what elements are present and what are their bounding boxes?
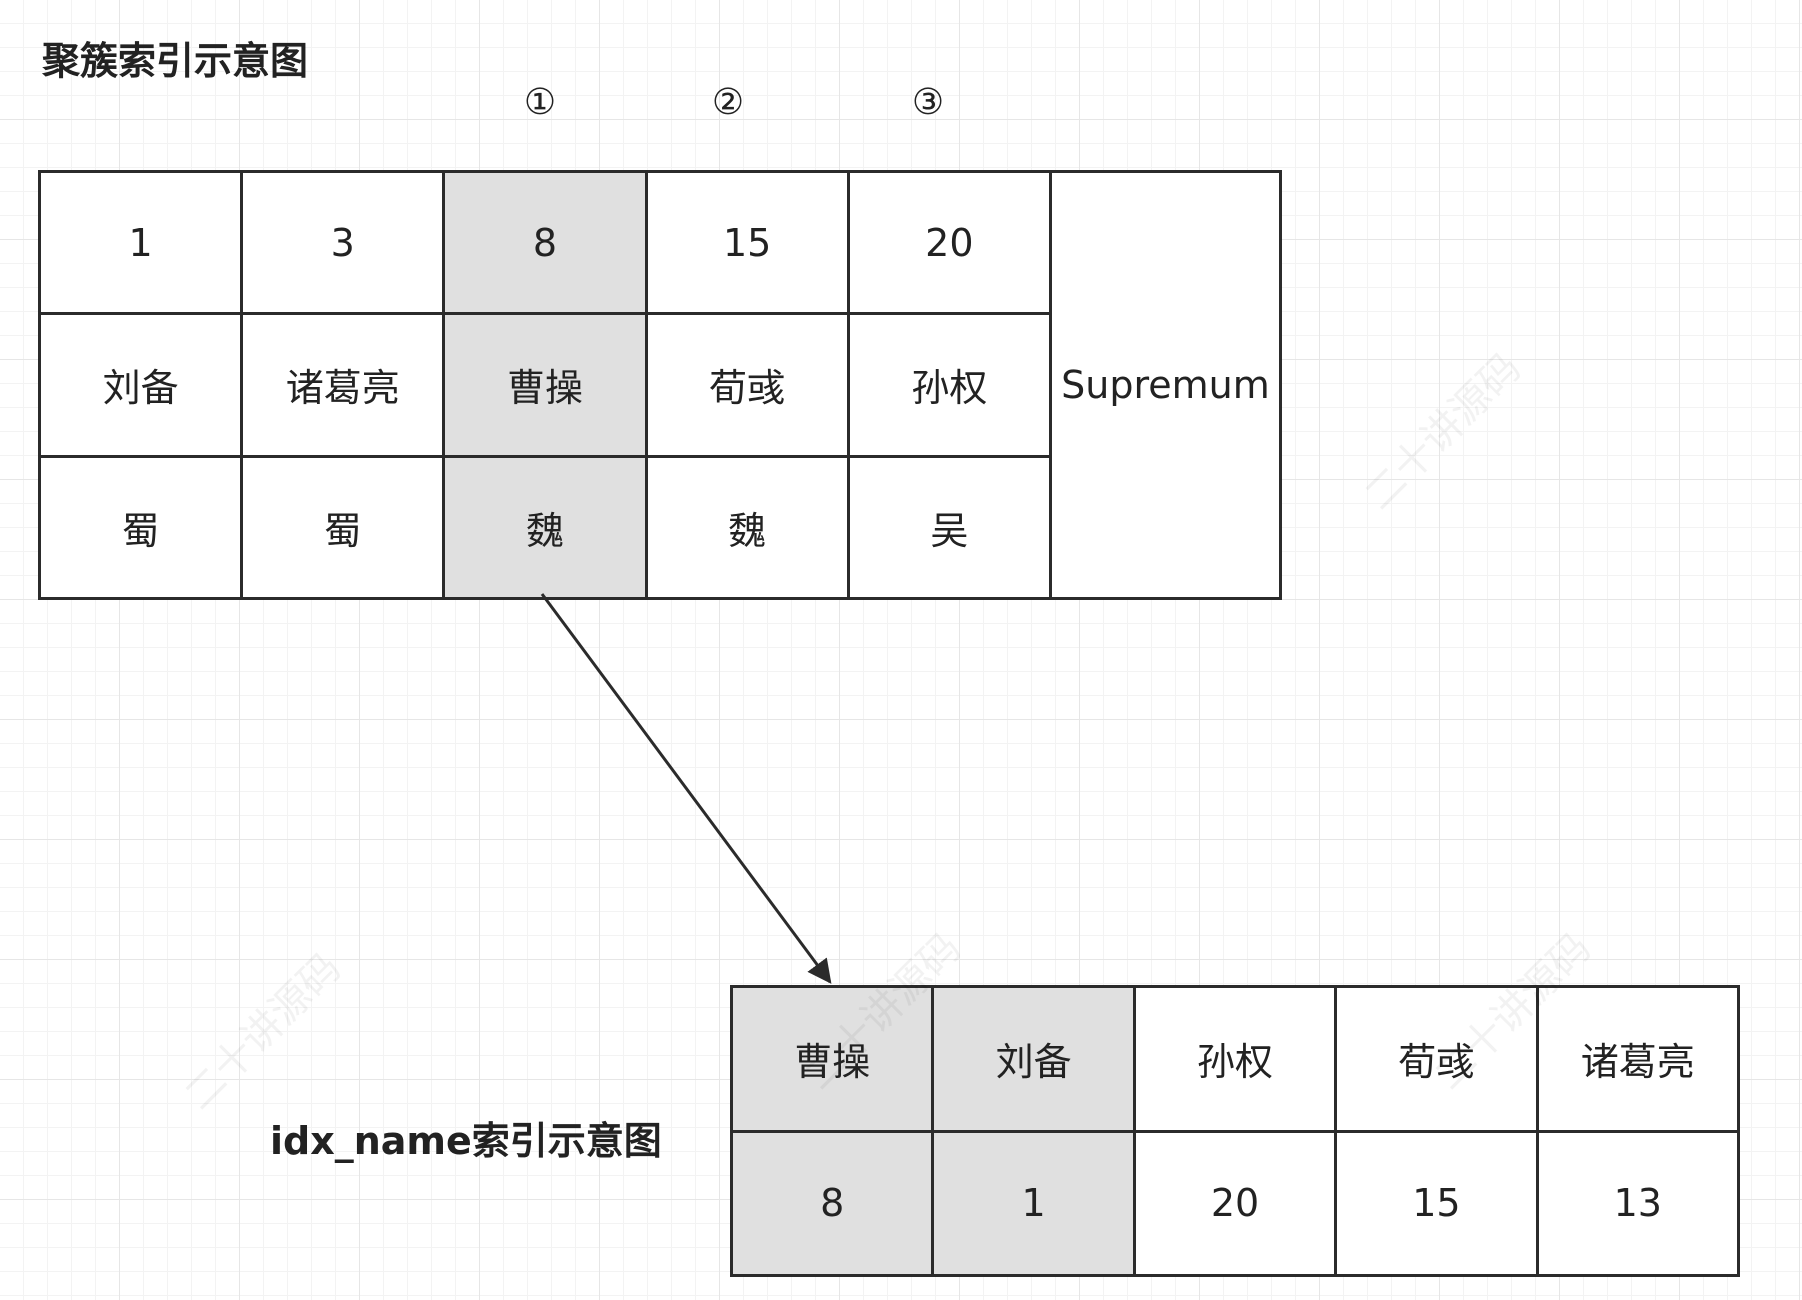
- kingdom-cell: 蜀: [243, 457, 443, 597]
- id-cell-highlighted: 8: [733, 1132, 932, 1274]
- kingdom-cell-highlighted: 魏: [445, 457, 645, 597]
- id-cell-highlighted: 8: [445, 173, 645, 313]
- id-cell: 1: [41, 173, 241, 313]
- name-cell: 孙权: [1135, 988, 1335, 1130]
- clustered-index-title: 聚簇索引示意图: [42, 39, 309, 83]
- watermark: 二十讲源码: [1355, 344, 1530, 519]
- name-cell: 诸葛亮: [243, 315, 443, 455]
- name-cell: 刘备: [41, 315, 241, 455]
- id-cell: 13: [1538, 1132, 1737, 1274]
- name-cell: 荀彧: [1337, 988, 1536, 1130]
- watermark: 二十讲源码: [175, 944, 350, 1119]
- name-cell-highlighted: 曹操: [445, 315, 645, 455]
- marker-2: ②: [711, 82, 745, 123]
- kingdom-cell: 魏: [647, 457, 847, 597]
- id-cell: 15: [1337, 1132, 1536, 1274]
- name-cell-highlighted: 曹操: [733, 988, 932, 1130]
- marker-3: ③: [911, 82, 945, 123]
- name-cell-highlighted: 刘备: [934, 988, 1133, 1130]
- kingdom-cell: 吴: [849, 457, 1049, 597]
- id-cell: 20: [1135, 1132, 1335, 1274]
- kingdom-cell: 蜀: [41, 457, 241, 597]
- id-cell: 3: [243, 173, 443, 313]
- arrow-line: [540, 593, 832, 984]
- marker-1: ①: [523, 82, 557, 123]
- id-cell: 20: [849, 173, 1049, 313]
- name-cell: 荀彧: [647, 315, 847, 455]
- id-cell: 15: [647, 173, 847, 313]
- clustered-index-table: 1 3 8 15 20 Supremum 刘备 诸葛亮 曹操 荀彧 孙权 蜀 蜀…: [38, 170, 1282, 600]
- name-cell: 诸葛亮: [1538, 988, 1737, 1130]
- name-cell: 孙权: [849, 315, 1049, 455]
- idx-name-index-table: 曹操 刘备 孙权 荀彧 诸葛亮 8 1 20 15 13: [730, 985, 1740, 1277]
- idx-name-index-title: idx_name索引示意图: [270, 1119, 662, 1163]
- id-cell-highlighted: 1: [934, 1132, 1133, 1274]
- supremum-cell: Supremum: [1051, 173, 1279, 597]
